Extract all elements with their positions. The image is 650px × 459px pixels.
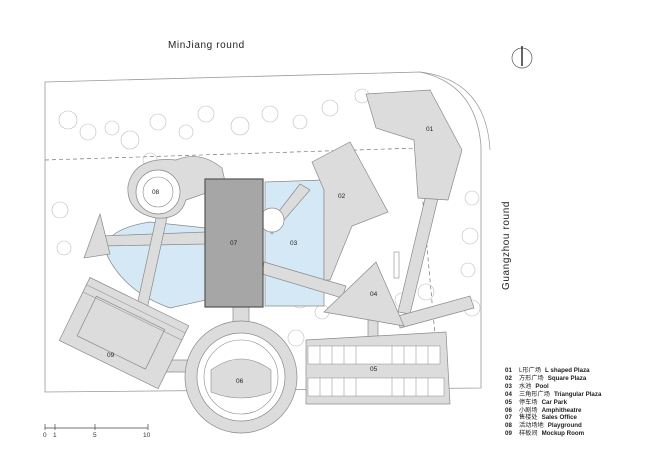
- legend-cn: L形广场: [519, 367, 542, 374]
- legend-num: 06: [505, 406, 512, 414]
- legend-cn: 水池: [519, 382, 532, 390]
- road-curve: [419, 71, 491, 151]
- legend-num: 05: [505, 398, 512, 406]
- north-arrow-icon: [511, 46, 533, 69]
- scale-bar: [44, 424, 149, 430]
- legend-cn: 小剧场: [519, 406, 538, 414]
- zone-label-03: 03: [290, 240, 298, 247]
- legend-en: Sales Office: [541, 414, 577, 422]
- legend-num: 02: [505, 374, 512, 382]
- legend-cn: 停车场: [519, 398, 538, 406]
- legend-num: 07: [505, 414, 512, 422]
- road-label-guangzhou: Guangzhou round: [501, 200, 513, 291]
- zone-label-07: 07: [230, 240, 238, 247]
- legend-en: Car Park: [541, 398, 568, 406]
- zone-label-08: 08: [152, 189, 160, 196]
- legend-cn: 售楼处: [519, 414, 538, 422]
- zone-08-inner-ring: [142, 176, 174, 208]
- legend-cn: 方形广场: [519, 374, 544, 382]
- legend-en: L shaped Plaza: [545, 367, 590, 374]
- zone-label-09: 09: [107, 352, 115, 359]
- scale-tick-1: 1: [53, 432, 57, 439]
- scale-tick-0: 0: [43, 432, 47, 439]
- pool-round-deck: [259, 207, 285, 233]
- zone-06-amphitheatre: [184, 320, 298, 434]
- legend-en: Amphitheatre: [541, 406, 582, 414]
- zone-08-playground: [135, 169, 181, 215]
- legend-num: 03: [505, 382, 512, 390]
- legend-cn: 三角形广场: [519, 390, 550, 398]
- zone-02-square-plaza: [311, 141, 389, 281]
- zone-05-car-park: [305, 331, 451, 405]
- road-label-minjiang: MinJiang round: [168, 40, 245, 51]
- scale-tick-5: 5: [93, 432, 97, 439]
- west-triangle-plaza: [83, 212, 111, 259]
- legend-num: 08: [505, 422, 512, 430]
- legend-num: 01: [505, 367, 512, 374]
- legend-num: 04: [505, 390, 512, 398]
- legend-en: Mockup Room: [541, 430, 585, 438]
- site-boundary: [44, 71, 482, 393]
- zone-09-mockup-room: [58, 277, 190, 390]
- legend-en: Pool: [535, 382, 549, 390]
- zone-label-01: 01: [426, 126, 434, 133]
- legend-num: 09: [505, 430, 512, 438]
- zone-04-triangular-plaza: [323, 261, 405, 327]
- bench: [393, 251, 400, 279]
- scale-tick-10: 10: [143, 432, 151, 439]
- legend-en: Triangular Plaza: [553, 390, 602, 398]
- zone-label-06: 06: [236, 378, 244, 385]
- zone-label-05: 05: [370, 366, 378, 373]
- legend-cn: 活动场地: [519, 422, 544, 430]
- legend-cn: 样板间: [519, 430, 538, 438]
- legend-en: Playground: [547, 422, 582, 430]
- legend-en: Square Plaza: [547, 374, 587, 382]
- zone-01-l-plaza: [365, 89, 463, 201]
- zone-label-04: 04: [370, 291, 378, 298]
- zone-label-02: 02: [338, 193, 346, 200]
- zone-07-sales-office: [204, 178, 264, 308]
